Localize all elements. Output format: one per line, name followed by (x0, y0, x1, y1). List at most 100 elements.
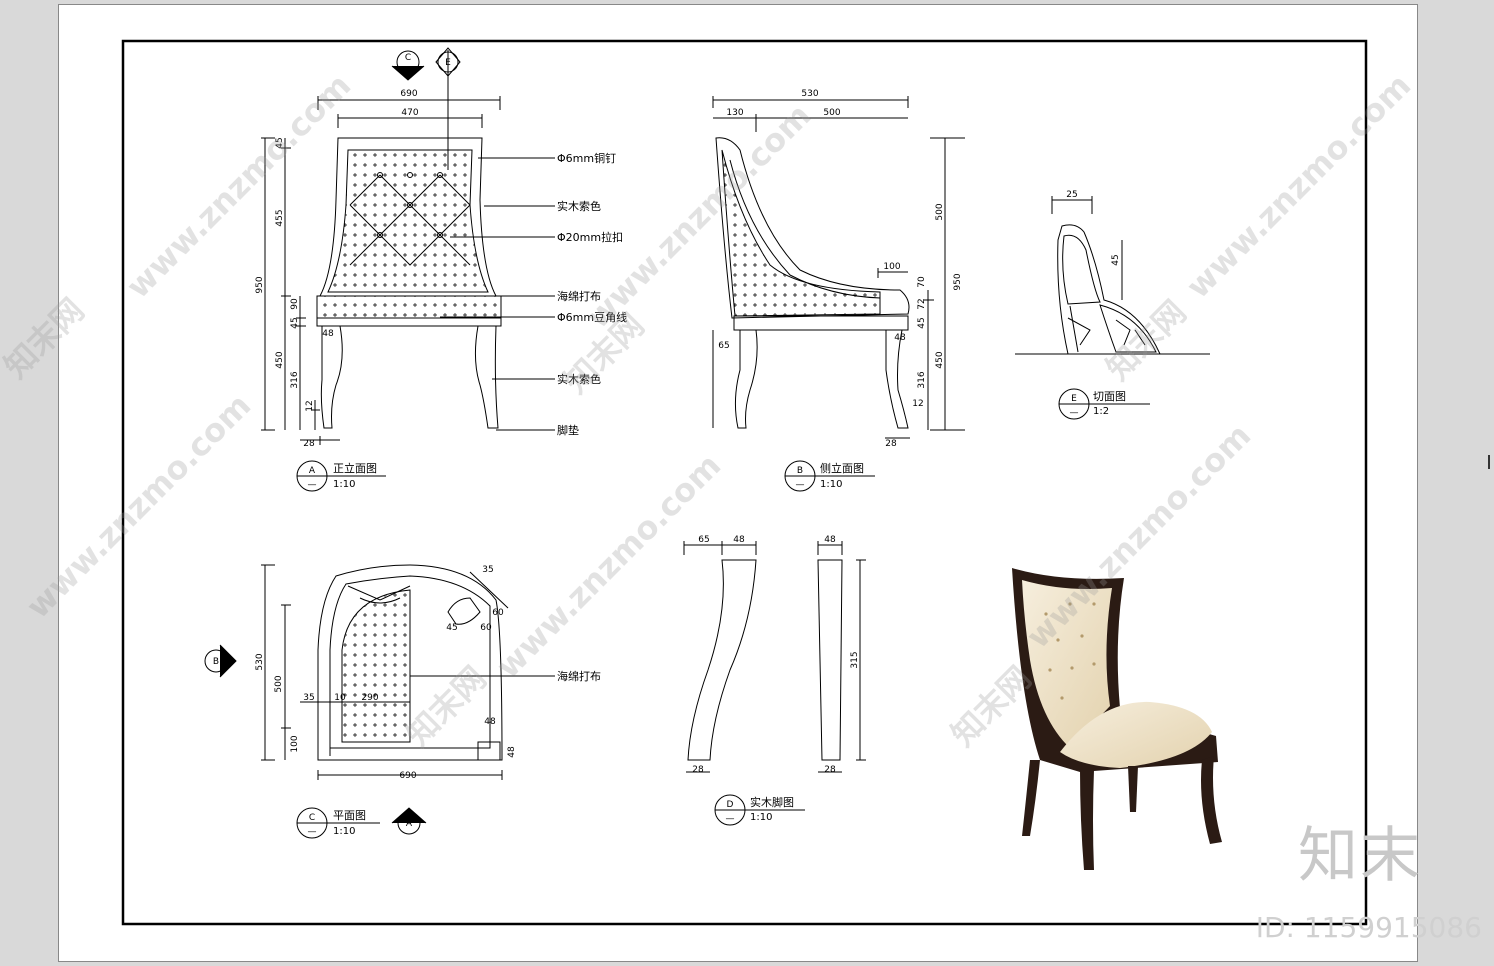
front-seat-cushion (316, 295, 502, 319)
dim-section-25: 25 (1066, 190, 1077, 200)
marker-c-top-letter: C (405, 53, 411, 63)
front-seat-rail (316, 317, 502, 327)
front-right-leg (474, 325, 499, 429)
dim-side-450: 450 (935, 351, 945, 368)
dim-plan-35: 35 (303, 693, 314, 703)
leg-title-letter: D (727, 800, 734, 810)
front-dim-lower (296, 296, 320, 430)
leg-title-dash: — (726, 814, 735, 824)
dim-leg-315: 315 (850, 651, 860, 668)
dim-front-90: 90 (290, 298, 300, 310)
front-tuft-button (377, 232, 383, 238)
front-tufting-lines (349, 174, 471, 266)
dim-plan-530: 530 (255, 653, 265, 670)
side-dim-950 (930, 137, 965, 431)
plan-leg-square (477, 741, 501, 761)
front-tuft-button (407, 172, 413, 178)
dim-plan-500: 500 (274, 675, 284, 692)
side-fabric (721, 149, 881, 317)
side-view-scale: 1:10 (820, 479, 842, 490)
front-left-leg (320, 325, 343, 429)
side-front-leg (734, 329, 758, 429)
plan-view-title: 平面图 (333, 809, 366, 822)
watermark-brand: 知末 (1298, 821, 1422, 891)
dim-side-48: 48 (894, 333, 906, 343)
side-elevation (712, 96, 965, 492)
dim-side-500: 500 (823, 108, 840, 118)
callout-wood-1: 实木索色 (557, 199, 601, 213)
dim-side-12: 12 (912, 399, 923, 409)
dim-plan-290: 290 (361, 693, 378, 703)
section-dim-25 (1051, 196, 1093, 214)
dim-front-45b: 45 (290, 317, 300, 328)
callout-nail: Φ6mm铜钉 (557, 151, 616, 165)
plan-outline (317, 564, 503, 761)
section-hatch (1067, 305, 1091, 353)
callout-wood-2: 实木索色 (557, 372, 601, 386)
dim-plan-100: 100 (290, 735, 300, 752)
dim-front-12: 12 (305, 400, 315, 411)
side-title-dash: — (796, 480, 805, 490)
plan-inner-outline (329, 575, 491, 756)
watermark-cn: 知末网 (0, 291, 92, 386)
dim-front-316: 316 (290, 371, 300, 388)
plan-tufting (347, 585, 411, 604)
dim-side-28: 28 (885, 439, 897, 449)
dim-plan-diag-45: 45 (446, 623, 457, 633)
side-seat-rail (733, 315, 909, 331)
side-title-letter: B (797, 466, 803, 476)
watermark-site: www.znzmo.com (1179, 66, 1418, 305)
dim-side-70: 70 (917, 276, 927, 288)
dim-leg-48b: 48 (824, 535, 836, 545)
dim-leg-65: 65 (698, 535, 709, 545)
plan-dim-diag (469, 571, 509, 609)
plan-dim-690 (317, 770, 503, 780)
section-fabric-cells (1099, 304, 1157, 353)
front-dim-stack (281, 138, 291, 430)
front-leader-lines (440, 157, 555, 431)
watermark-cn: 知末网 (399, 659, 494, 754)
marker-e-top-letter: E (445, 58, 451, 68)
plan-view (204, 564, 555, 839)
dim-front-48: 48 (322, 329, 334, 339)
dim-leg-28b: 28 (824, 765, 836, 775)
scroll-tick (1488, 455, 1490, 469)
section-title-dash: — (1070, 408, 1079, 418)
dim-leg-48: 48 (733, 535, 745, 545)
callout-sponge-plan: 海绵打布 (557, 669, 601, 683)
side-view-title: 侧立面图 (820, 461, 864, 475)
dim-plan-diag-60: 60 (492, 608, 504, 618)
dim-side-65: 65 (718, 341, 729, 351)
chair-photo (1012, 568, 1222, 870)
plan-dim-530 (261, 564, 275, 761)
watermark-site: www.znzmo.com (1019, 416, 1258, 655)
watermark-cn: 知末网 (1099, 293, 1194, 388)
dim-side-100: 100 (883, 262, 900, 272)
front-title-dash: — (308, 480, 317, 490)
front-tuft-button (437, 172, 443, 178)
dim-side-316: 316 (917, 371, 927, 388)
front-dim-470 (337, 114, 483, 128)
side-dim-stack (924, 290, 934, 430)
side-dim-530 (712, 96, 909, 108)
dim-front-28: 28 (303, 439, 315, 449)
dim-leg-28: 28 (692, 765, 704, 775)
dim-plan-48: 48 (484, 717, 496, 727)
front-elevation (261, 50, 555, 492)
callout-button: Φ20mm拉扣 (557, 230, 623, 244)
marker-b-letter: B (213, 657, 219, 667)
dim-front-455: 455 (275, 209, 285, 226)
dim-front-45: 45 (275, 137, 285, 148)
plan-title-dash: — (308, 827, 317, 837)
section-outline (1057, 224, 1161, 355)
dim-side-530: 530 (801, 89, 818, 99)
section-title-letter: E (1071, 394, 1077, 404)
leg-dim-315 (856, 559, 866, 761)
dim-side-72: 72 (917, 298, 927, 309)
plan-title-letter: C (309, 813, 315, 823)
watermark-site: www.znzmo.com (489, 446, 728, 685)
dim-side-950: 950 (953, 273, 963, 290)
side-outline (715, 137, 910, 319)
